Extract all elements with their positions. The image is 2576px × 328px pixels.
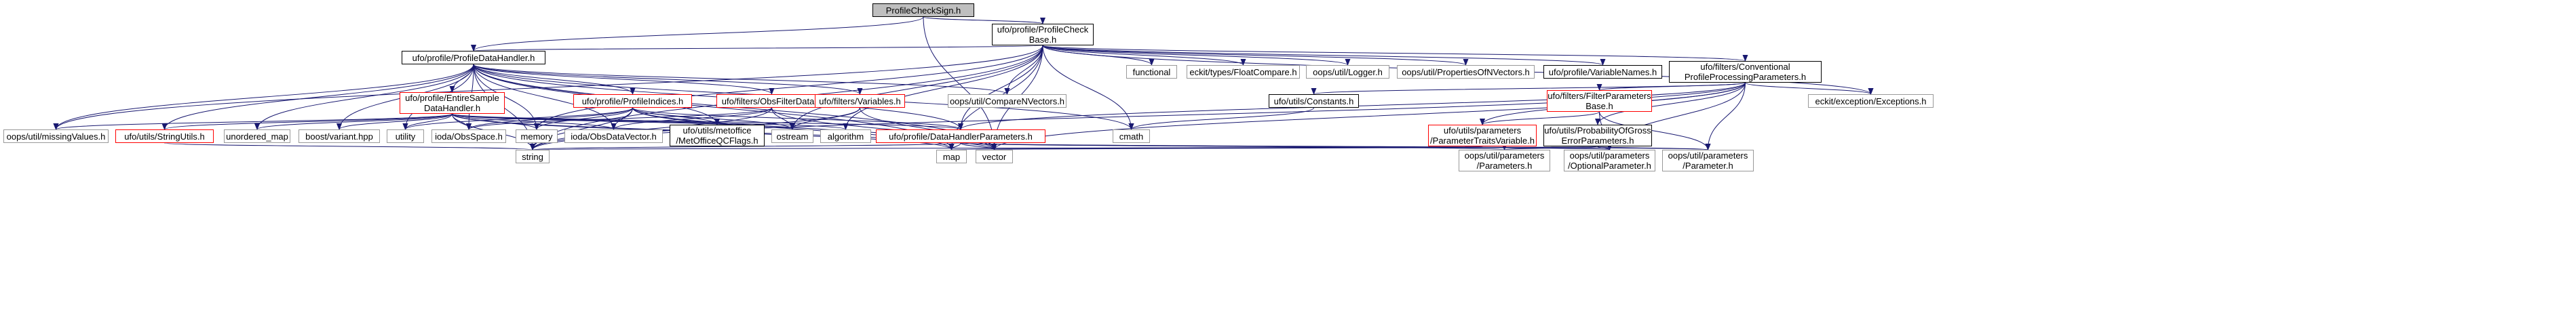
edge-n2-n12 (473, 64, 863, 95)
edge-n1-n4 (1042, 45, 1246, 66)
node-conventional-profile-processing-parameters[interactable]: ufo/filters/Conventional ProfileProcessi… (1669, 61, 1822, 83)
edge-n1-n26 (790, 45, 1043, 130)
edge-n2-n10 (473, 64, 636, 95)
node-met-office-qc-flags[interactable]: ufo/utils/metoffice /MetOfficeQCFlags.h (670, 125, 765, 146)
node-variable-names[interactable]: ufo/profile/VariableNames.h (1543, 65, 1662, 79)
node-variables[interactable]: ufo/filters/Variables.h (815, 94, 905, 108)
edge-n9-n20 (337, 113, 453, 130)
edge-n18-n32 (164, 142, 535, 150)
edge-n28-n33 (948, 142, 961, 150)
node-parameter-traits-variable[interactable]: ufo/utils/parameters /ParameterTraitsVar… (1428, 125, 1537, 146)
edge-n31-n36 (1597, 143, 1613, 150)
edge-n9-n17 (53, 113, 453, 130)
edge-n2-n17 (53, 64, 474, 130)
node-profile-indices[interactable]: ufo/profile/ProfileIndices.h (573, 94, 692, 108)
node-data-handler-parameters[interactable]: ufo/profile/DataHandlerParameters.h (876, 129, 1045, 143)
node-parameter[interactable]: oops/util/parameters /Parameter.h (1662, 150, 1754, 171)
node-filter-parameters-base[interactable]: ufo/filters/FilterParameters Base.h (1547, 90, 1652, 112)
edge-n1-n13 (1004, 45, 1043, 95)
edge-n9-n18 (161, 113, 453, 130)
node-map[interactable]: map (936, 150, 967, 163)
edge-n0-n34 (923, 16, 997, 150)
edge-n14-n29 (1128, 107, 1314, 130)
edge-n1-n7 (1042, 45, 1605, 66)
edge-n2-n11 (473, 64, 775, 95)
node-vector[interactable]: vector (976, 150, 1013, 163)
edge-n9-n24 (452, 113, 617, 130)
node-probability-of-gross-error-parameters[interactable]: ufo/utils/ProbabilityOfGross ErrorParame… (1543, 125, 1652, 146)
edge-n8-n31 (1595, 82, 1746, 125)
edge-n11-n24 (611, 107, 772, 130)
node-compare-nvectors[interactable]: oops/util/CompareNVectors.h (948, 94, 1066, 108)
edge-n31-n37 (1597, 143, 1710, 150)
node-profile-check-base[interactable]: ufo/profile/ProfileCheck Base.h (992, 24, 1094, 45)
edge-n10-n21 (402, 107, 633, 130)
edge-n31-n34 (993, 143, 1598, 150)
node-profile-check-sign: ProfileCheckSign.h (872, 3, 974, 17)
edge-n10-n23 (534, 107, 633, 130)
edge-n1-n6 (1042, 45, 1469, 66)
edge-n28-n32 (531, 142, 961, 150)
edge-n0-n1 (923, 16, 1045, 24)
edge-n11-n22 (466, 107, 772, 130)
node-obs-data-vector[interactable]: ioda/ObsDataVector.h (564, 129, 663, 143)
edge-n2-n13 (473, 64, 1010, 95)
edge-n1-n23 (534, 45, 1043, 130)
edge-n10-n22 (466, 107, 633, 130)
node-obs-filter-data[interactable]: ufo/filters/ObsFilterData.h (716, 94, 827, 108)
edge-n1-n5 (1042, 45, 1351, 66)
edge-n9-n19 (254, 113, 453, 130)
node-utility[interactable]: utility (387, 129, 424, 143)
edge-n8-n14 (1311, 82, 1746, 95)
node-parameters[interactable]: oops/util/parameters /Parameters.h (1459, 150, 1550, 171)
edge-n1-n29 (1042, 45, 1134, 130)
edge-n0-n2 (471, 16, 924, 52)
node-logger[interactable]: oops/util/Logger.h (1306, 65, 1389, 79)
edge-n31-n35 (1502, 143, 1598, 150)
edge-n2-n18 (161, 64, 474, 130)
node-constants[interactable]: ufo/utils/Constants.h (1269, 94, 1359, 108)
edge-n8-n16 (1745, 82, 1874, 95)
node-boost-variant[interactable]: boost/variant.hpp (299, 129, 380, 143)
node-memory[interactable]: memory (516, 129, 558, 143)
edge-n8-n37 (1705, 82, 1746, 150)
edge-n1-n2 (472, 44, 1043, 52)
node-string-utils[interactable]: ufo/utils/StringUtils.h (115, 129, 214, 143)
node-exceptions[interactable]: eckit/exception/Exceptions.h (1808, 94, 1934, 108)
node-unordered-map[interactable]: unordered_map (224, 129, 290, 143)
node-string[interactable]: string (516, 150, 550, 163)
edge-n2-n24 (473, 64, 617, 130)
node-algorithm[interactable]: algorithm (820, 129, 871, 143)
edge-n1-n8 (1042, 45, 1748, 62)
node-missing-values[interactable]: oops/util/missingValues.h (3, 129, 109, 143)
node-profile-data-handler[interactable]: ufo/profile/ProfileDataHandler.h (402, 51, 545, 64)
node-cmath[interactable]: cmath (1113, 129, 1150, 143)
node-float-compare[interactable]: eckit/types/FloatCompare.h (1187, 65, 1300, 79)
edge-n10-n26 (632, 107, 795, 130)
node-properties-of-nvectors[interactable]: oops/util/PropertiesOfNVectors.h (1397, 65, 1535, 79)
edge-n1-n28 (958, 45, 1043, 130)
node-ostream[interactable]: ostream (771, 129, 813, 143)
edge-n1-n27 (843, 45, 1043, 130)
node-obs-space[interactable]: ioda/ObsSpace.h (431, 129, 506, 143)
node-entire-sample-data-handler[interactable]: ufo/profile/EntireSample DataHandler.h (400, 92, 505, 114)
edge-n2-n19 (254, 64, 474, 130)
edge-n15-n37 (1599, 111, 1711, 150)
edge-n1-n17 (53, 45, 1043, 130)
node-functional[interactable]: functional (1126, 65, 1177, 79)
node-optional-parameter[interactable]: oops/util/parameters /OptionalParameter.… (1564, 150, 1655, 171)
edge-n8-n15 (1596, 82, 1746, 91)
edge-n15-n30 (1480, 111, 1600, 125)
